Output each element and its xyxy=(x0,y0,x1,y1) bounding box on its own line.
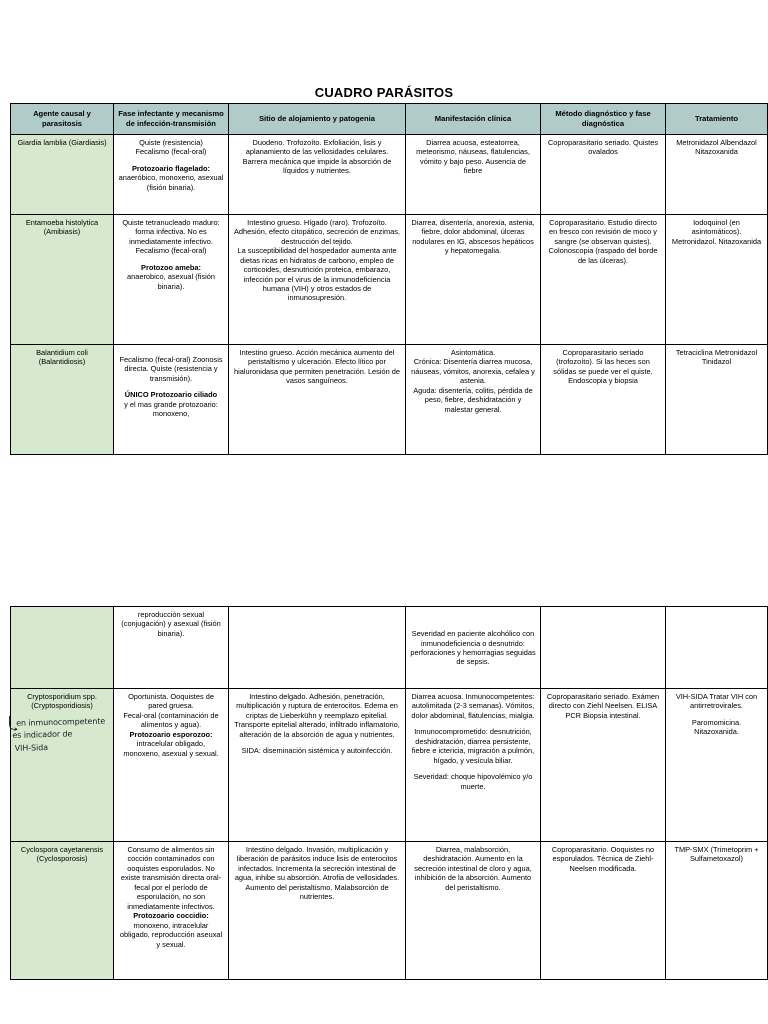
sitio-paragraph: La susceptibilidad del hospedador aument… xyxy=(237,246,397,303)
clinica-cell-balantidium: Asintomática. Crónica: Disentería diarre… xyxy=(405,343,541,455)
fase-emphasis: ÚNICO Protozoario ciliado xyxy=(124,390,218,400)
spacer xyxy=(118,157,224,164)
tratamiento-cell-giardia: Metronidazol Albendazol Nitazoxanida xyxy=(665,133,768,215)
clinica-cell-entamoeba: Diarrea, disentería, anorexia, astenia, … xyxy=(405,213,541,345)
column-header-tratamiento: Tratamiento xyxy=(665,103,768,135)
fase-line: Fecal-oral (contaminación de alimentos y… xyxy=(123,710,219,730)
column-header-agente: Agente causal y parasitosis xyxy=(10,103,114,135)
tratamiento-paragraph: Paromomicina. Nitazoxanida. xyxy=(691,717,742,737)
clinica-cell-continuation: Severidad en paciente alcohólico con inm… xyxy=(405,606,541,689)
column-header-metodo-diagnostico: Método diagnóstico y fase diagnóstica xyxy=(540,103,666,135)
sitio-cell-cryptosporidium: Intestino delgado. Adhesión, penetración… xyxy=(228,688,406,842)
table-row: Giardia lamblia (Giardiasis) Quiste (res… xyxy=(10,133,768,215)
tratamiento-cell-balantidium: Tetraciclina Metronidazol Tinidazol xyxy=(665,343,768,455)
fase-line: (fisión binaria). xyxy=(146,182,196,192)
fase-line: anaerobico, asexual (fisión binaria). xyxy=(127,272,215,291)
clinica-paragraph: Diarrea acuosa. Inmunocompetentes: autol… xyxy=(411,692,535,720)
table-row: reproducción sexual (conjugación) y asex… xyxy=(10,606,768,689)
fase-line: Fecalismo (fecal-oral) xyxy=(135,147,207,157)
fase-cell-entamoeba: Quiste tetranucleado maduro: forma infec… xyxy=(113,213,229,345)
fase-cell-continuation: reproducción sexual (conjugación) y asex… xyxy=(113,606,229,689)
agent-cell-balantidium: Balantidium coli (Balantidiosis) xyxy=(10,343,114,455)
tratamiento-cell-entamoeba: Iodoquinol (en asintomáticos). Metronida… xyxy=(665,213,768,345)
fase-line: Fecalismo (fecal-oral) xyxy=(135,246,207,256)
diagnostico-cell-cryptosporidium: Coproparasitario seriado. Exámen directo… xyxy=(540,688,666,842)
sitio-paragraph: Intestino grueso. Hígado (raro). Trofozo… xyxy=(234,217,400,246)
clinica-cell-cyclospora: Diarrea, malabsorción, deshidratación. A… xyxy=(405,841,541,980)
spacer xyxy=(118,348,224,355)
sitio-cell-giardia: Duodeno. Trofozoíto. Exfoliación, lisis … xyxy=(228,133,406,215)
table-row: Cyclospora cayetanensis (Cyclosporosis) … xyxy=(10,841,768,980)
fase-cell-balantidium: Fecalismo (fecal-oral) Zoonosis directa.… xyxy=(113,343,229,455)
fase-cell-cyclospora: Consumo de alimentos sin cocción contami… xyxy=(113,841,229,980)
spacer xyxy=(118,383,224,390)
clinica-cell-giardia: Diarrea acuosa, esteatorrea, meteorismo,… xyxy=(405,133,541,215)
diagnostico-cell-continuation xyxy=(540,606,666,689)
fase-emphasis: Protozoario coccidio: xyxy=(133,911,209,921)
fase-line: y el mas grande protozoario: monoxeno, xyxy=(124,399,218,419)
clinica-paragraph: Inmunocomprometido: desnutrición, deshid… xyxy=(411,727,535,765)
clinica-cell-cryptosporidium: Diarrea acuosa. Inmunocompetentes: autol… xyxy=(405,688,541,842)
sitio-cell-cyclospora: Intestino delgado. Invasión, multiplicac… xyxy=(228,841,406,980)
fase-line: Consumo de alimentos sin cocción contami… xyxy=(120,845,222,911)
column-header-fase-infectante: Fase infectante y mecanismo de infección… xyxy=(113,103,229,135)
spacer xyxy=(410,765,536,772)
table-row: Balantidium coli (Balantidiosis) Fecalis… xyxy=(10,343,768,455)
column-header-manifestacion-clinica: Manifestación clínica xyxy=(405,103,541,135)
fase-line: intracelular obligado, monoxeno, asexual… xyxy=(123,739,219,758)
fase-line: Quiste (resistencia) xyxy=(139,137,203,147)
clinica-paragraph: Aguda: disentería, colitis, pérdida de p… xyxy=(413,385,533,414)
diagnostico-cell-balantidium: Coproparasitario seriado (trofozoíto). S… xyxy=(540,343,666,455)
fase-line: monoxeno, intracelular obligado, reprodu… xyxy=(119,920,223,949)
fase-line: Quiste tetranucleado maduro: forma infec… xyxy=(122,217,220,246)
clinica-paragraph: Crónica: Disentería diarrea mucosa, náus… xyxy=(411,357,535,386)
fase-line: Oportunista. Ooquistes de pared gruesa. xyxy=(128,692,214,711)
sitio-cell-entamoeba: Intestino grueso. Hígado (raro). Trofozo… xyxy=(228,213,406,345)
tratamiento-cell-continuation xyxy=(665,606,768,689)
tratamiento-paragraph: VIH-SIDA Tratar VIH con antirretrovirale… xyxy=(675,692,758,711)
fase-cell-giardia: Quiste (resistencia) Fecalismo (fecal-or… xyxy=(113,133,229,215)
fase-emphasis: Protozoo ameba: xyxy=(141,262,201,272)
tratamiento-cell-cyclospora: TMP-SMX (Trimetoprim + Sulfametoxazol) xyxy=(665,841,768,980)
agent-cell-continuation xyxy=(10,606,114,689)
parasites-table-section-2: reproducción sexual (conjugación) y asex… xyxy=(10,606,768,980)
page-title: CUADRO PARÁSITOS xyxy=(314,85,454,100)
fase-emphasis: Protozoario flagelado: xyxy=(131,163,211,173)
agent-name-label: Cryptosporidium spp. (Cryptosporidiosis) xyxy=(27,692,97,711)
clinica-paragraph: Asintomática. xyxy=(450,347,496,357)
fase-emphasis: Protozoario esporozoo: xyxy=(129,729,213,739)
agent-cell-cryptosporidium: Cryptosporidium spp. (Cryptosporidiosis) xyxy=(10,688,114,842)
diagnostico-cell-cyclospora: Coproparasitario. Ooquistes no esporulad… xyxy=(540,841,666,980)
clinica-paragraph: Severidad en paciente alcohólico con inm… xyxy=(410,629,536,667)
agent-cell-entamoeba: Entamoeba histolytica (Amibiasis) xyxy=(10,213,114,345)
sitio-cell-continuation xyxy=(228,606,406,689)
fase-line: anaeróbico, monoxeno, asexual xyxy=(118,173,224,183)
spacer xyxy=(670,711,763,718)
table-header-row: Agente causal y parasitosis Fase infecta… xyxy=(10,103,768,135)
sitio-paragraph: Intestino delgado. Adhesión, penetración… xyxy=(234,692,400,739)
sitio-cell-balantidium: Intestino grueso. Acción mecánica aument… xyxy=(228,343,406,455)
spacer xyxy=(233,739,401,746)
sitio-paragraph: SIDA: diseminación sistémica y autoinfec… xyxy=(241,746,393,756)
column-header-sitio-patogenia: Sitio de alojamiento y patogenia xyxy=(228,103,406,135)
fase-line: Fecalismo (fecal-oral) Zoonosis directa.… xyxy=(119,354,223,383)
agent-cell-giardia: Giardia lamblia (Giardiasis) xyxy=(10,133,114,215)
parasites-table-section-1: Agente causal y parasitosis Fase infecta… xyxy=(10,103,768,455)
diagnostico-cell-entamoeba: Coproparasitario. Estudio directo en fre… xyxy=(540,213,666,345)
diagnostico-cell-giardia: Coproparasitario seriado. Quistes ovalad… xyxy=(540,133,666,215)
tratamiento-cell-cryptosporidium: VIH-SIDA Tratar VIH con antirretrovirale… xyxy=(665,688,768,842)
fase-cell-cryptosporidium: Oportunista. Ooquistes de pared gruesa. … xyxy=(113,688,229,842)
spacer xyxy=(410,720,536,727)
table-row: Cryptosporidium spp. (Cryptosporidiosis)… xyxy=(10,688,768,842)
spacer xyxy=(118,256,224,263)
agent-cell-cyclospora: Cyclospora cayetanensis (Cyclosporosis) xyxy=(10,841,114,980)
clinica-paragraph: Severidad: choque hipovolémico y/o muert… xyxy=(413,772,533,791)
table-row: Entamoeba histolytica (Amibiasis) Quiste… xyxy=(10,213,768,345)
